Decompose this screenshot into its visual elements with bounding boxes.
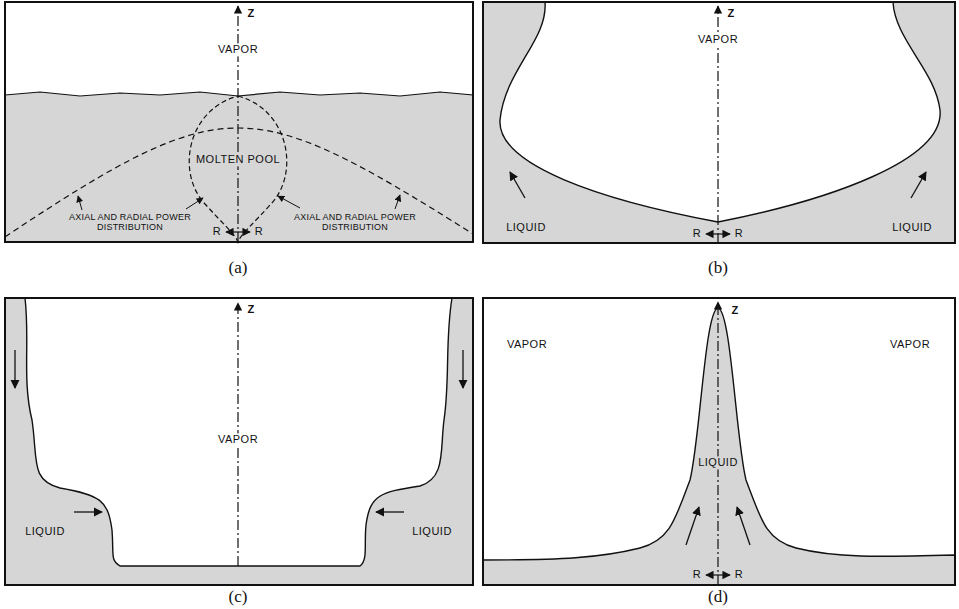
panel-caption: (c): [227, 587, 250, 607]
panel-caption: (d): [706, 587, 730, 607]
region-label: VAPOR: [505, 338, 549, 351]
axis-label: Z: [246, 303, 255, 316]
region-label: LIQUID: [504, 221, 548, 234]
panel-caption: (a): [227, 258, 250, 278]
axis-label: R: [691, 568, 703, 581]
panel-b: [483, 2, 955, 243]
panel-c: [5, 298, 473, 585]
region-label: LIQUID: [23, 525, 67, 538]
axis-label: Z: [730, 304, 739, 317]
axis-label: R: [211, 225, 223, 238]
region-label: LIQUID: [696, 456, 740, 469]
axis-label: Z: [246, 7, 255, 20]
region-label: VAPOR: [888, 338, 932, 351]
panel-a: [5, 2, 473, 242]
region-label: VAPOR: [696, 33, 740, 46]
axis-label: R: [253, 225, 265, 238]
region-label: LIQUID: [890, 221, 934, 234]
panel-caption: (b): [706, 258, 730, 278]
region-label: VAPOR: [216, 433, 260, 446]
axis-label: R: [733, 568, 745, 581]
axis-label: R: [733, 227, 745, 240]
axis-label: R: [691, 227, 703, 240]
curve-label: AXIAL AND RADIAL POWER DISTRIBUTION: [67, 212, 193, 233]
region-label: MOLTEN POOL: [194, 153, 282, 166]
curve-label: AXIAL AND RADIAL POWER DISTRIBUTION: [292, 212, 418, 233]
panel-d: [483, 298, 955, 585]
region-label: LIQUID: [410, 525, 454, 538]
region-label: VAPOR: [216, 43, 260, 56]
axis-label: Z: [726, 7, 735, 20]
